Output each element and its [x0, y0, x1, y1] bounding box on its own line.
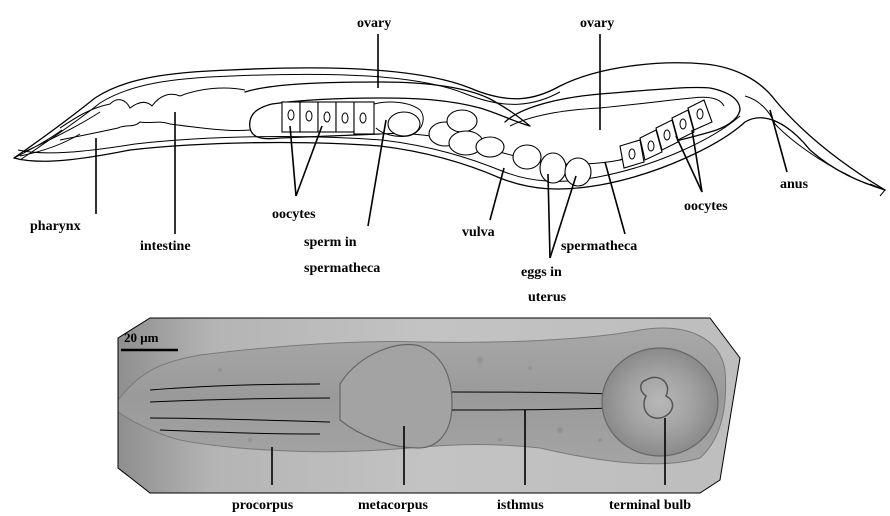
oocyte-nucleus: [324, 112, 330, 122]
egg: [447, 110, 477, 132]
label-ovary-right: ovary: [580, 16, 614, 31]
egg: [388, 112, 420, 136]
label-vulva: vulva: [462, 225, 495, 240]
oocyte-nucleus: [288, 110, 294, 120]
label-eggs-line1: eggs in: [521, 265, 562, 280]
terminal-bulb-shape: [602, 348, 718, 456]
label-pharynx: pharynx: [30, 219, 81, 234]
pharynx-outline: [60, 94, 180, 140]
oocytes-left-group: [282, 102, 374, 134]
pointer-anus: [770, 110, 787, 172]
oocyte-nucleus: [697, 109, 703, 119]
label-anus: anus: [780, 177, 809, 192]
oocyte-nucleus: [664, 130, 670, 140]
oocyte-nucleus: [648, 141, 654, 151]
label-spermatheca: spermatheca: [561, 239, 637, 254]
oocyte-nucleus: [342, 113, 348, 123]
label-sperm-line2: spermatheca: [304, 261, 380, 276]
worm-drawing: [14, 63, 885, 196]
oocyte-nucleus: [629, 149, 635, 159]
pointer-vulva: [490, 168, 504, 220]
label-oocytes-left: oocytes: [272, 207, 316, 222]
label-oocytes-right: oocytes: [684, 199, 728, 214]
pointer-spermatheca: [605, 162, 625, 234]
label-ovary-left: ovary: [357, 16, 391, 31]
pointer-eggs-a: [548, 174, 550, 258]
label-isthmus: isthmus: [497, 498, 544, 513]
label-terminal-bulb: terminal bulb: [609, 498, 691, 513]
worm-labels: ovary ovary pharynx intestine oocytes sp…: [30, 16, 809, 305]
egg: [540, 153, 566, 183]
pharynx-micrograph: 20 μm: [118, 318, 740, 493]
oocyte-nucleus: [306, 111, 312, 121]
label-intestine: intestine: [140, 239, 191, 254]
label-procorpus: procorpus: [232, 498, 294, 513]
oocyte-nucleus: [680, 119, 686, 129]
egg: [565, 158, 591, 186]
label-sperm-line1: sperm in: [304, 235, 357, 250]
label-metacorpus: metacorpus: [358, 498, 429, 513]
oocyte-nucleus: [360, 113, 366, 123]
egg: [513, 145, 541, 169]
pointer-sperm: [368, 120, 386, 226]
egg: [476, 137, 504, 157]
intestine-outline: [170, 88, 250, 131]
scale-bar-label: 20 μm: [124, 330, 159, 345]
label-eggs-line2: uterus: [528, 290, 567, 305]
pharynx-labels: procorpus metacorpus isthmus terminal bu…: [232, 498, 691, 513]
